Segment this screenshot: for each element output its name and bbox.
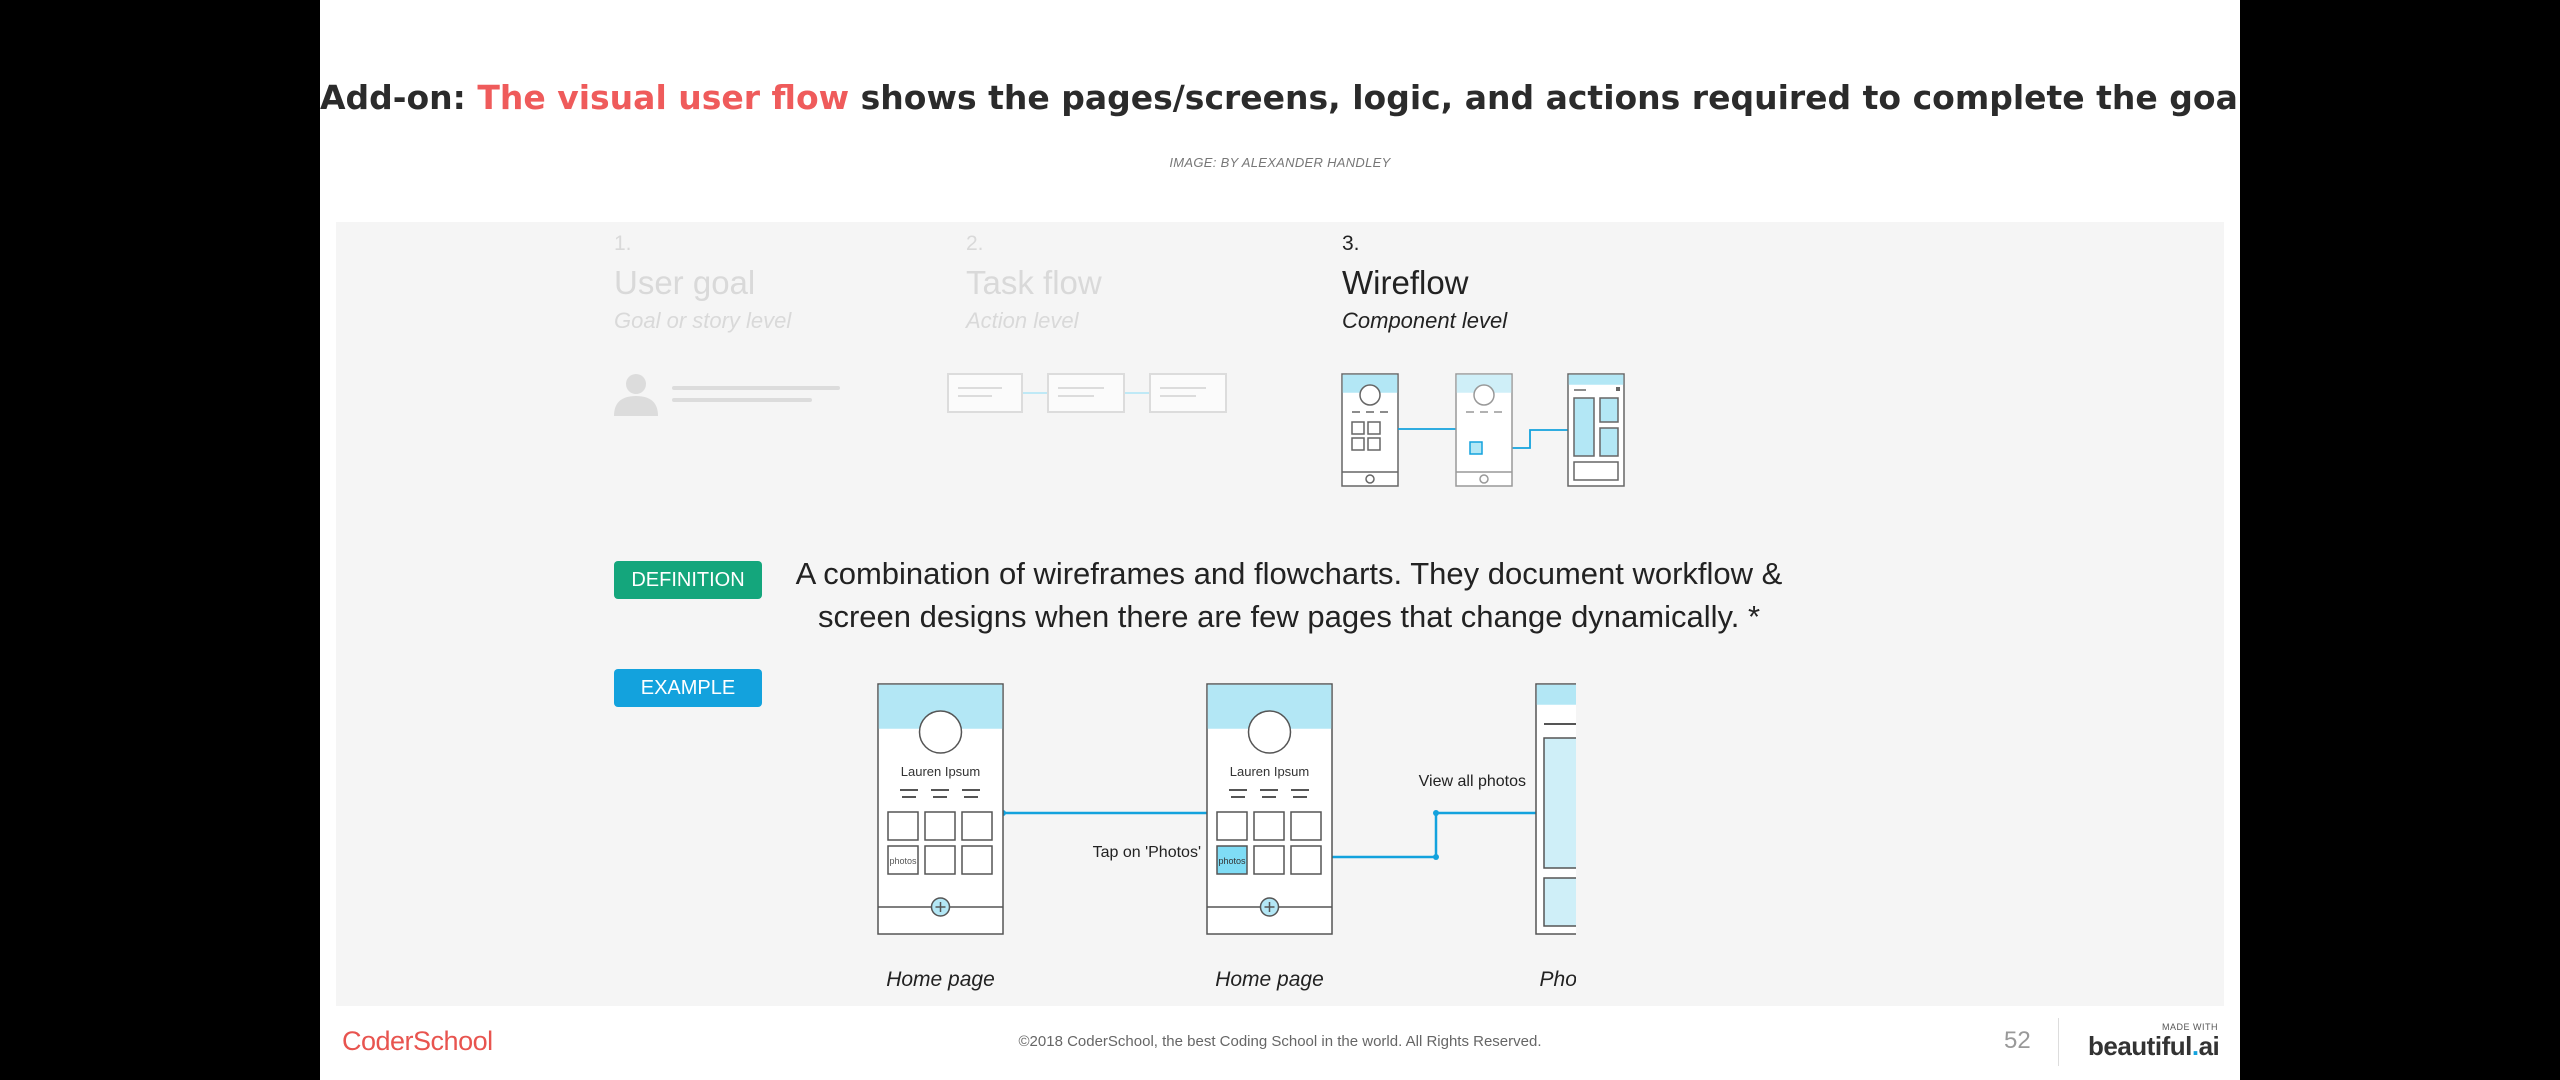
level-name: Wireflow bbox=[1342, 264, 1469, 301]
copyright-text: ©2018 CoderSchool, the best Coding Schoo… bbox=[1018, 1033, 1542, 1050]
content-panel: 1. User goal Goal or story level 2. Task… bbox=[336, 222, 2224, 1006]
caption-home-page-2: Home page bbox=[1215, 968, 1324, 991]
slide-title: Add-on: The visual user flow shows the p… bbox=[320, 78, 2240, 117]
wireflow-example-diagram: Lauren Ipsum photos Lauren Ipsum bbox=[877, 683, 1576, 991]
made-with-label: MADE WITH bbox=[2162, 1022, 2218, 1032]
level-name: User goal bbox=[614, 264, 756, 301]
task-flow-icon bbox=[947, 373, 1227, 413]
photos-tile-label: photos bbox=[889, 856, 917, 866]
footer-divider bbox=[2058, 1018, 2059, 1066]
beautiful-ai-word: beautiful bbox=[2088, 1031, 2192, 1061]
level-description: Component level bbox=[1342, 308, 1508, 333]
home-screen-2: Lauren Ipsum photos bbox=[1206, 683, 1333, 935]
image-credit: IMAGE: BY ALEXANDER HANDLEY bbox=[1169, 155, 1391, 170]
photos-tile-highlighted bbox=[1216, 845, 1248, 875]
caption-home-page-1: Home page bbox=[886, 968, 995, 991]
flow-line-2 bbox=[1248, 811, 1546, 859]
level-wireflow: 3. Wireflow Component level bbox=[1342, 232, 1507, 334]
profile-name: Lauren Ipsum bbox=[901, 764, 981, 779]
beautiful-ai-logo: beautiful.ai bbox=[2088, 1031, 2220, 1062]
beautiful-ai-suffix: ai bbox=[2198, 1031, 2220, 1061]
page-number: 52 bbox=[2004, 1027, 2031, 1054]
profile-name: Lauren Ipsum bbox=[1230, 764, 1310, 779]
level-description: Action level bbox=[966, 308, 1079, 333]
photos-tile-label: photos bbox=[1218, 856, 1246, 866]
level-name: Task flow bbox=[966, 264, 1102, 301]
title-prefix: Add-on: bbox=[320, 78, 466, 117]
level-number: 1. bbox=[614, 232, 632, 255]
level-user-goal: 1. User goal Goal or story level bbox=[614, 232, 791, 334]
photos-screen bbox=[1535, 683, 1576, 935]
title-accent: The visual user flow bbox=[477, 78, 850, 117]
coderschool-logo: CoderSchool bbox=[342, 1026, 493, 1056]
example-badge: EXAMPLE bbox=[614, 669, 762, 707]
definition-text: A combination of wireframes and flowchar… bbox=[795, 556, 1783, 634]
title-suffix: shows the pages/screens, logic, and acti… bbox=[860, 78, 2240, 117]
user-goal-icon bbox=[614, 374, 840, 416]
caption-photos-page: Photos page bbox=[1540, 968, 1576, 991]
wireflow-mini-icon bbox=[1341, 373, 1625, 487]
level-description: Goal or story level bbox=[614, 308, 792, 333]
home-screen-1: Lauren Ipsum photos bbox=[877, 683, 1004, 935]
level-task-flow: 2. Task flow Action level bbox=[966, 232, 1102, 334]
action-tap-photos: Tap on 'Photos' bbox=[1093, 844, 1201, 861]
definition-badge: DEFINITION bbox=[614, 561, 762, 599]
level-number: 3. bbox=[1342, 232, 1360, 255]
action-view-all-photos: View all photos bbox=[1419, 773, 1526, 790]
slide: Add-on: The visual user flow shows the p… bbox=[320, 0, 2240, 1080]
level-number: 2. bbox=[966, 232, 984, 255]
beautiful-ai-dot: . bbox=[2191, 1031, 2199, 1061]
